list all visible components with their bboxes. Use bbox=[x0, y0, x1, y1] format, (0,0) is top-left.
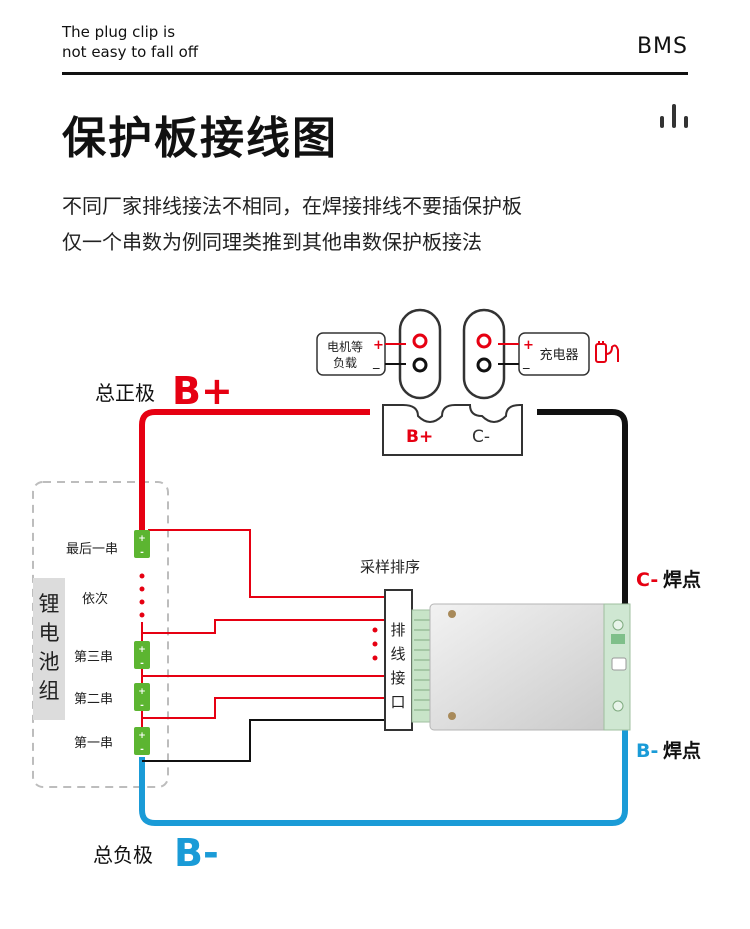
description: 不同厂家排线接法不相同，在焊接排线不要插保护板 仅一个串数为例同理类推到其他串数… bbox=[62, 188, 522, 260]
load-box bbox=[316, 332, 386, 376]
charger-plug-icon bbox=[595, 341, 619, 363]
charger-minus-sign: _ bbox=[522, 355, 530, 370]
bars-icon bbox=[660, 104, 688, 128]
description-line-2: 仅一个串数为例同理类推到其他串数保护板接法 bbox=[62, 230, 482, 254]
charger-label: 充电器 bbox=[539, 347, 578, 363]
brand-label: BMS bbox=[636, 34, 688, 59]
total-negative-label: 总负极 bbox=[93, 843, 153, 867]
cell-first-minus: - bbox=[140, 745, 144, 755]
pack-label-char-2: 电 bbox=[39, 621, 60, 645]
cell-third-minus: - bbox=[140, 659, 144, 669]
cell-label-third: 第三串 bbox=[74, 650, 113, 665]
cell-second-minus: - bbox=[140, 701, 144, 711]
sample-wire-ground bbox=[142, 719, 385, 762]
harness-port-char-3: 接 bbox=[390, 669, 405, 687]
cell-label-sequence: 依次 bbox=[82, 591, 108, 607]
charger-plus-sign: + bbox=[523, 338, 534, 353]
tagline: The plug clip is not easy to fall off bbox=[62, 22, 198, 62]
cell-third-plus: + bbox=[138, 645, 146, 655]
charger-plug-negative-pin bbox=[476, 357, 492, 373]
c-weld-prefix: C- bbox=[636, 569, 658, 591]
harness-port-char-2: 线 bbox=[390, 645, 405, 663]
load-plus-sign: + bbox=[373, 338, 384, 353]
total-negative-wire bbox=[139, 712, 628, 826]
protection-board bbox=[411, 603, 631, 731]
sample-wire-dots bbox=[372, 627, 378, 661]
sampling-order-label: 采样排序 bbox=[360, 558, 420, 576]
tagline-line-2: not easy to fall off bbox=[62, 43, 199, 61]
cell-label-first: 第一串 bbox=[74, 736, 113, 751]
charger-plug-positive-pin bbox=[476, 333, 492, 349]
connector-bplus-label: B+ bbox=[406, 427, 433, 447]
c-minus-wire bbox=[537, 409, 628, 607]
cell-first-plus: + bbox=[138, 731, 146, 741]
total-positive-wire bbox=[139, 409, 370, 530]
sample-wire-last bbox=[148, 529, 385, 598]
page-title: 保护板接线图 bbox=[62, 113, 338, 164]
total-positive-label: 总正极 bbox=[95, 381, 155, 405]
pack-label-char-3: 池 bbox=[39, 650, 60, 674]
cell-third: + - bbox=[134, 641, 150, 669]
charger-box bbox=[518, 332, 590, 376]
cell-last-plus: + bbox=[138, 534, 146, 544]
load-plug-negative-pin bbox=[412, 357, 428, 373]
cell-second-plus: + bbox=[138, 687, 146, 697]
connector-cminus-label: C- bbox=[472, 427, 490, 447]
load-plug-positive-pin bbox=[412, 333, 428, 349]
charger-plug-clip bbox=[462, 308, 506, 400]
cell-last: + - bbox=[134, 530, 150, 558]
total-positive-symbol: B+ bbox=[172, 369, 233, 413]
description-line-1: 不同厂家排线接法不相同，在焊接排线不要插保护板 bbox=[62, 194, 522, 218]
total-negative-symbol: B- bbox=[174, 831, 219, 875]
load-label-line-2: 负载 bbox=[333, 356, 357, 370]
b-weld-suffix: 焊点 bbox=[663, 739, 701, 762]
cell-last-minus: - bbox=[140, 548, 144, 558]
harness-port-char-4: 口 bbox=[390, 693, 405, 711]
main-connector-housing bbox=[382, 404, 523, 456]
harness-port-char-1: 排 bbox=[390, 621, 405, 639]
load-plug-clip bbox=[398, 308, 442, 400]
battery-pack-label-bg bbox=[33, 578, 65, 720]
cell-first: + - bbox=[134, 727, 150, 755]
load-minus-sign: _ bbox=[372, 355, 380, 370]
load-label-line-1: 电机等 bbox=[327, 340, 363, 354]
pack-label-char-4: 组 bbox=[39, 679, 60, 703]
pack-label-char-1: 锂 bbox=[39, 592, 60, 616]
tagline-line-1: The plug clip is bbox=[62, 23, 176, 41]
cell-second: + - bbox=[134, 683, 150, 711]
c-weld-suffix: 焊点 bbox=[663, 568, 701, 591]
cell-label-last: 最后一串 bbox=[66, 542, 118, 557]
cell-sequence-dots bbox=[139, 573, 145, 618]
sample-wire-third bbox=[142, 619, 385, 634]
cell-label-second: 第二串 bbox=[74, 692, 113, 707]
header-divider bbox=[62, 72, 688, 75]
sample-wire-first bbox=[142, 697, 385, 719]
b-weld-prefix: B- bbox=[636, 740, 658, 762]
